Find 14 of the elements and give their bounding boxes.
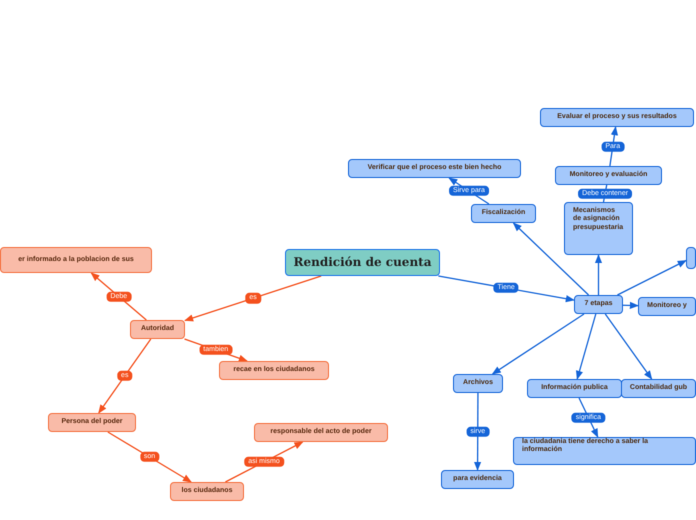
- arrow: [512, 222, 590, 296]
- arrow: [474, 393, 482, 471]
- arrow: [604, 314, 652, 380]
- arrow: [576, 314, 596, 380]
- empty-box: [686, 247, 696, 269]
- arrow: [617, 260, 687, 296]
- arrow: [184, 275, 322, 322]
- arrow: [594, 254, 602, 295]
- arrow: [492, 313, 584, 375]
- arrow: [98, 338, 152, 414]
- arrow: [609, 126, 618, 166]
- title-box: Rendición de cuenta: [285, 249, 440, 276]
- arrow: [622, 302, 639, 310]
- arrow: [108, 431, 192, 483]
